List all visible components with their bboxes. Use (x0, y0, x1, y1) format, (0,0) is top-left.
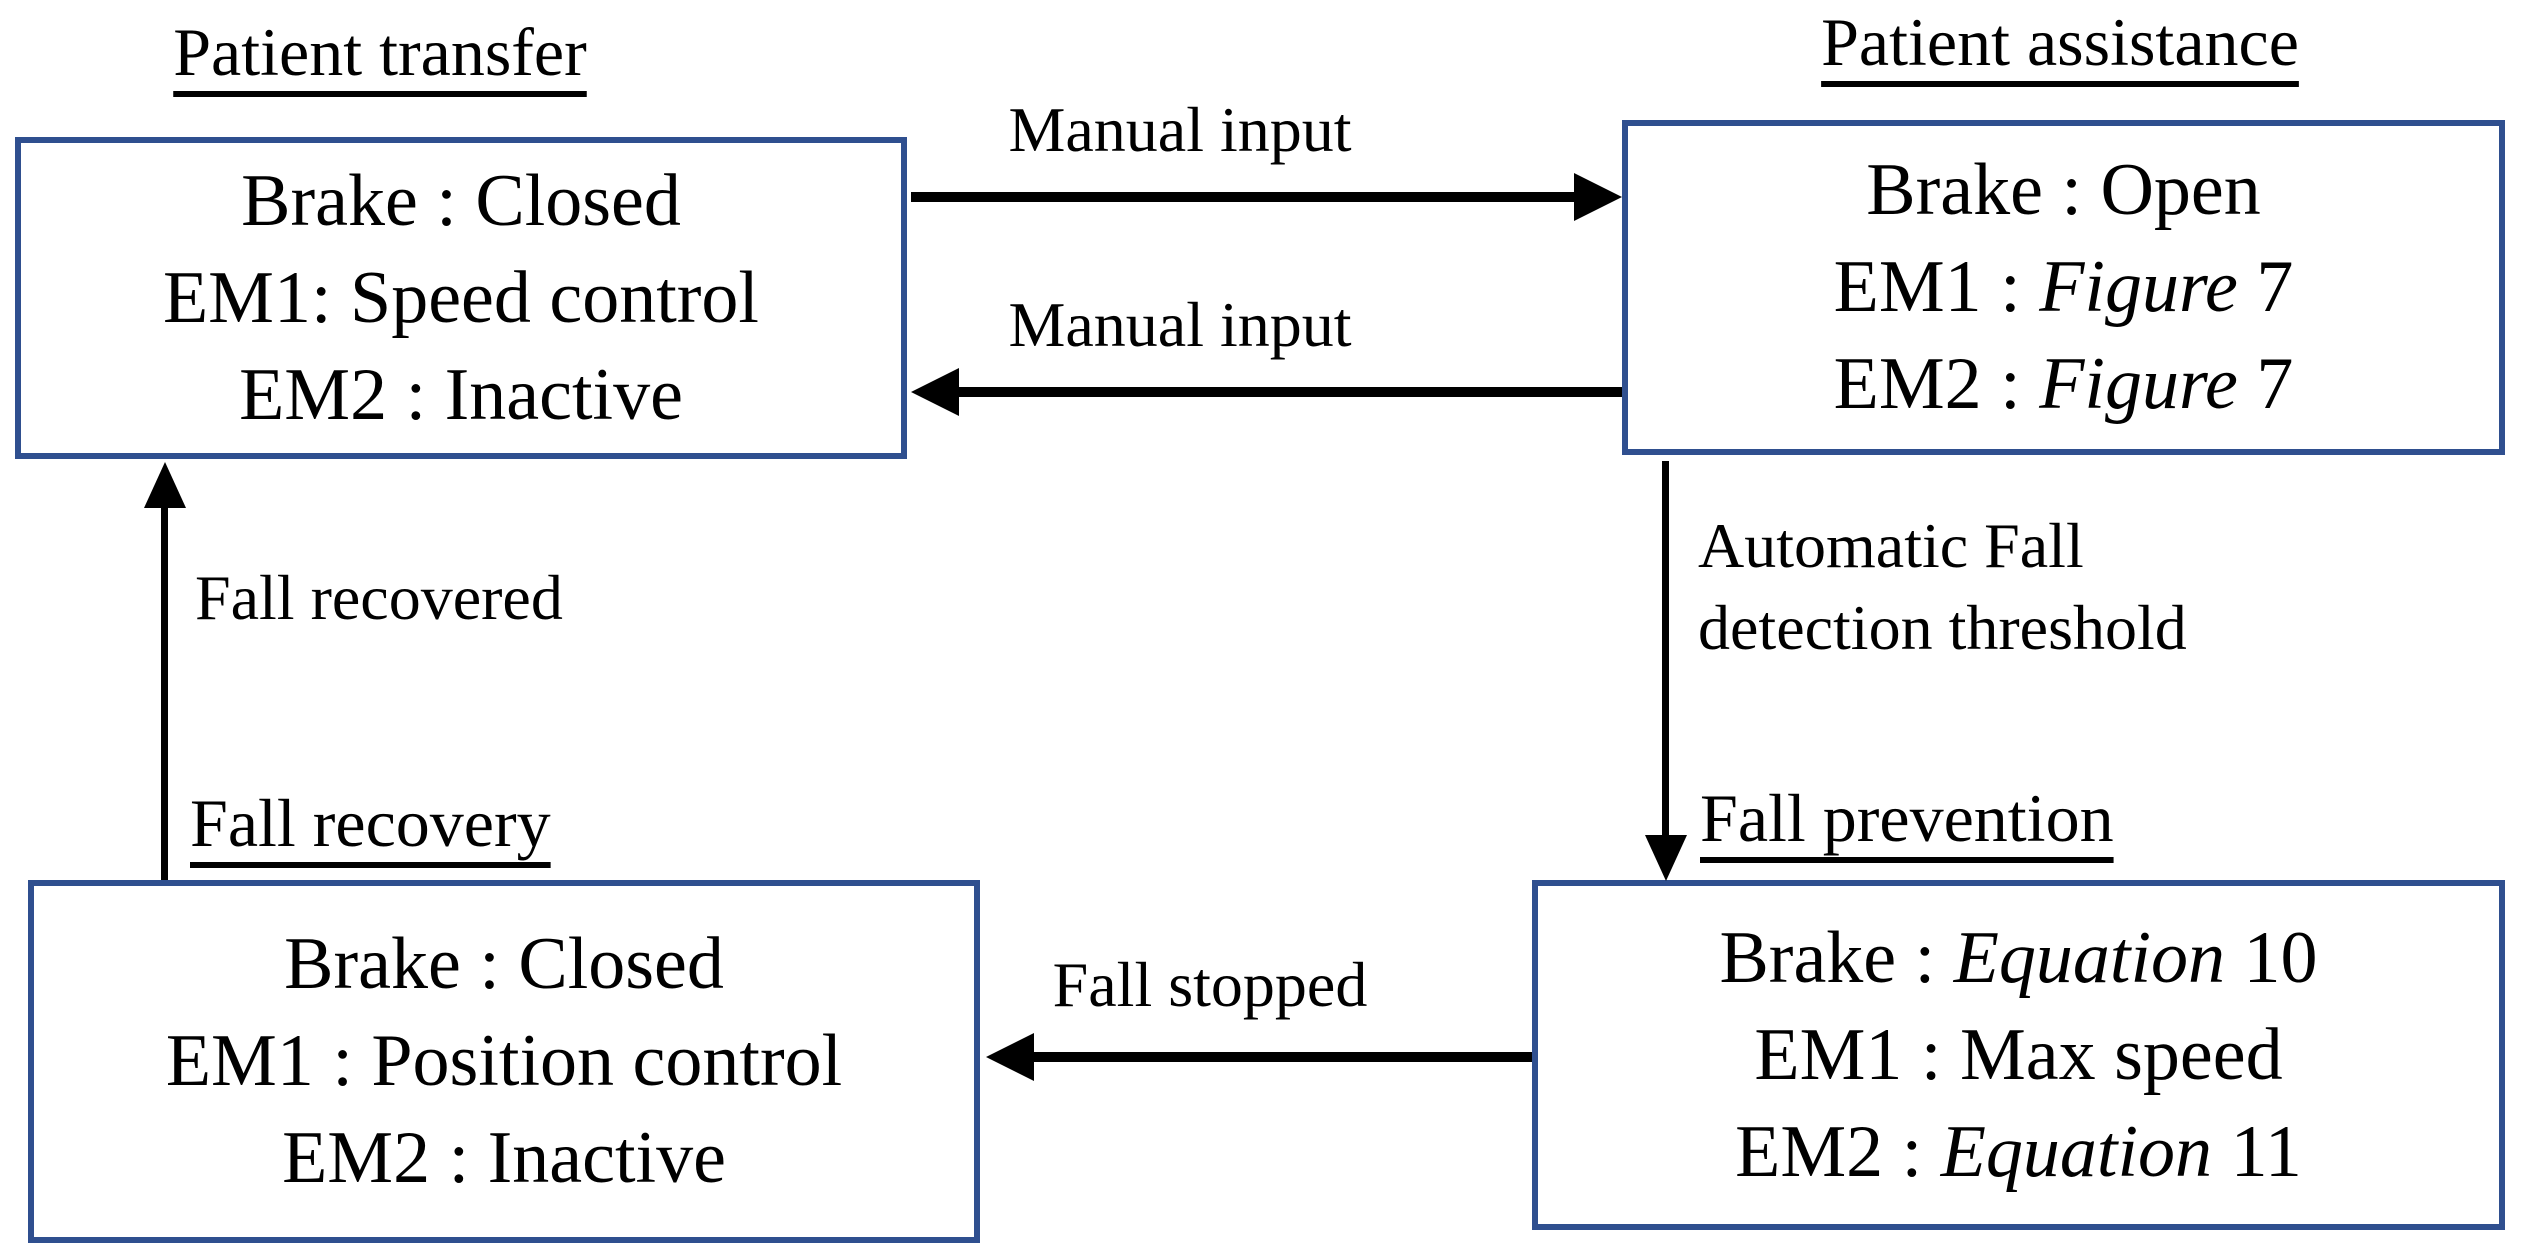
state-line: EM2 : Inactive (239, 353, 683, 436)
state-box-patient-transfer: Brake : Closed EM1: Speed control EM2 : … (15, 137, 907, 459)
arrowhead-left-icon (986, 1033, 1034, 1081)
state-title-patient-assistance: Patient assistance (1660, 2, 2460, 82)
arrowhead-up-icon (144, 462, 186, 508)
arrow-line (1030, 1052, 1532, 1062)
transition-label-fall-recovered: Fall recovered (195, 562, 563, 633)
state-title-text: Patient assistance (1821, 4, 2299, 80)
state-line: EM2 : Inactive (282, 1117, 726, 1199)
state-title-text: Patient transfer (173, 14, 587, 90)
state-box-fall-recovery: Brake : Closed EM1 : Position control EM… (28, 880, 980, 1243)
transition-label-manual-input-bottom: Manual input (1008, 289, 1352, 360)
state-box-patient-assistance: Brake : Open EM1 : Figure 7 EM2 : Figure… (1622, 120, 2505, 455)
state-title-fall-recovery: Fall recovery (190, 783, 551, 863)
transition-label-line: detection threshold (1698, 592, 2187, 663)
state-line: EM2 : Equation 11 (1735, 1110, 2302, 1193)
state-line: EM1: Speed control (162, 256, 759, 339)
arrow-line (955, 387, 1622, 397)
transition-label-fall-stopped: Fall stopped (1052, 949, 1368, 1020)
arrowhead-down-icon (1645, 835, 1687, 881)
arrowhead-right-icon (1574, 173, 1622, 221)
state-line: Brake : Closed (241, 159, 681, 242)
transition-label-automatic-fall: Automatic Fall detection threshold (1698, 505, 2187, 669)
state-line: Brake : Closed (284, 923, 724, 1005)
arrowhead-left-icon (911, 368, 959, 416)
arrow-line (1662, 461, 1669, 837)
state-title-text: Fall recovery (190, 785, 551, 861)
state-line: EM2 : Figure 7 (1833, 343, 2294, 425)
state-line: EM1 : Position control (165, 1020, 843, 1102)
arrow-line (911, 192, 1579, 202)
state-line: EM1 : Figure 7 (1833, 246, 2294, 328)
transition-label-manual-input-top: Manual input (1008, 94, 1352, 165)
state-box-fall-prevention: Brake : Equation 10 EM1 : Max speed EM2 … (1532, 880, 2505, 1230)
state-title-patient-transfer: Patient transfer (30, 12, 730, 92)
transition-label-line: Automatic Fall (1698, 510, 2084, 581)
arrow-line (161, 504, 168, 880)
state-line: EM1 : Max speed (1754, 1013, 2283, 1096)
state-line: Brake : Equation 10 (1719, 916, 2318, 999)
state-title-text: Fall prevention (1700, 780, 2114, 856)
state-line: Brake : Open (1866, 149, 2261, 231)
state-title-fall-prevention: Fall prevention (1700, 778, 2114, 858)
